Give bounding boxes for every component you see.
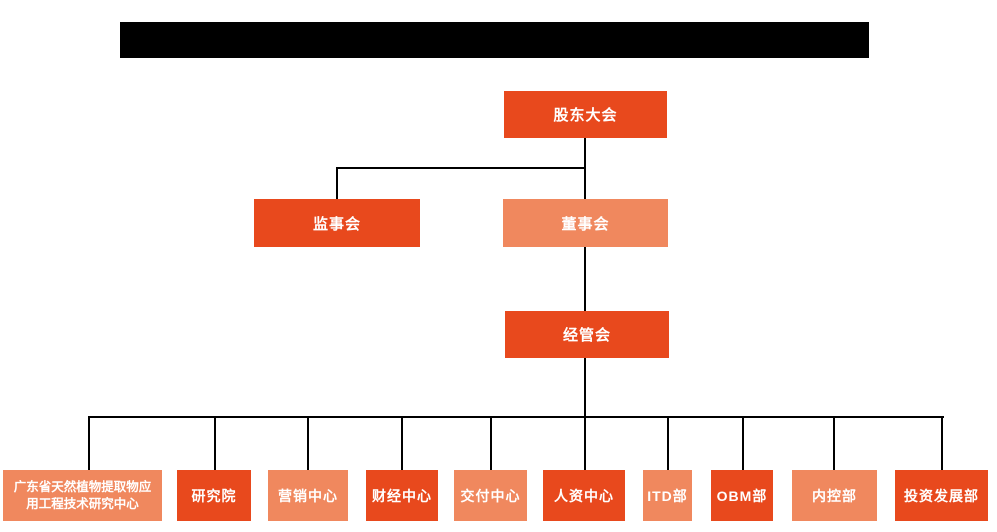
dept-hr-center: 人资中心 — [543, 470, 625, 521]
connector-to-supervisory — [336, 167, 338, 199]
dept-delivery-center: 交付中心 — [454, 470, 527, 521]
connector-bottom-branch — [88, 416, 944, 418]
dept-label: 财经中心 — [372, 487, 432, 504]
connector-drop-research-center — [88, 416, 90, 470]
node-supervisory-board: 监事会 — [254, 199, 420, 247]
connector-drop-internal-control — [833, 416, 835, 470]
dept-finance-center: 财经中心 — [366, 470, 438, 521]
connector-drop-investment-development — [941, 416, 943, 470]
dept-label: 广东省天然植物提取物应用工程技术研究中心 — [13, 479, 152, 511]
connector-drop-itd — [667, 416, 669, 470]
connector-drop-marketing-center — [307, 416, 309, 470]
node-management-committee: 经管会 — [505, 311, 669, 358]
connector-top-branch — [336, 167, 586, 169]
connector-management-down — [584, 358, 586, 470]
dept-label: 营销中心 — [278, 487, 338, 504]
node-label: 经管会 — [562, 327, 611, 344]
connector-drop-finance-center — [401, 416, 403, 470]
dept-label: 投资发展部 — [904, 487, 979, 504]
dept-label: OBM部 — [716, 487, 768, 504]
connector-board-to-management — [584, 247, 586, 311]
redacted-title-bar — [120, 22, 869, 58]
node-shareholders-meeting: 股东大会 — [504, 91, 667, 138]
dept-internal-control: 内控部 — [792, 470, 877, 521]
dept-research-institute: 研究院 — [177, 470, 251, 521]
dept-obm: OBM部 — [711, 470, 773, 521]
connector-drop-obm — [742, 416, 744, 470]
node-label: 监事会 — [312, 215, 361, 233]
dept-plant-extract-research-center: 广东省天然植物提取物应用工程技术研究中心 — [3, 470, 162, 521]
dept-investment-development: 投资发展部 — [895, 470, 988, 521]
dept-label: 研究院 — [191, 487, 237, 504]
connector-drop-delivery-center — [490, 416, 492, 470]
dept-label: ITD部 — [647, 487, 688, 504]
node-board-of-directors: 董事会 — [503, 199, 668, 247]
dept-label: 内控部 — [812, 487, 857, 504]
connector-drop-research-institute — [214, 416, 216, 470]
dept-label: 人资中心 — [554, 487, 614, 504]
node-label: 董事会 — [561, 215, 610, 233]
node-label: 股东大会 — [553, 107, 618, 124]
dept-marketing-center: 营销中心 — [268, 470, 348, 521]
dept-label: 交付中心 — [460, 487, 521, 504]
dept-itd: ITD部 — [643, 470, 692, 521]
